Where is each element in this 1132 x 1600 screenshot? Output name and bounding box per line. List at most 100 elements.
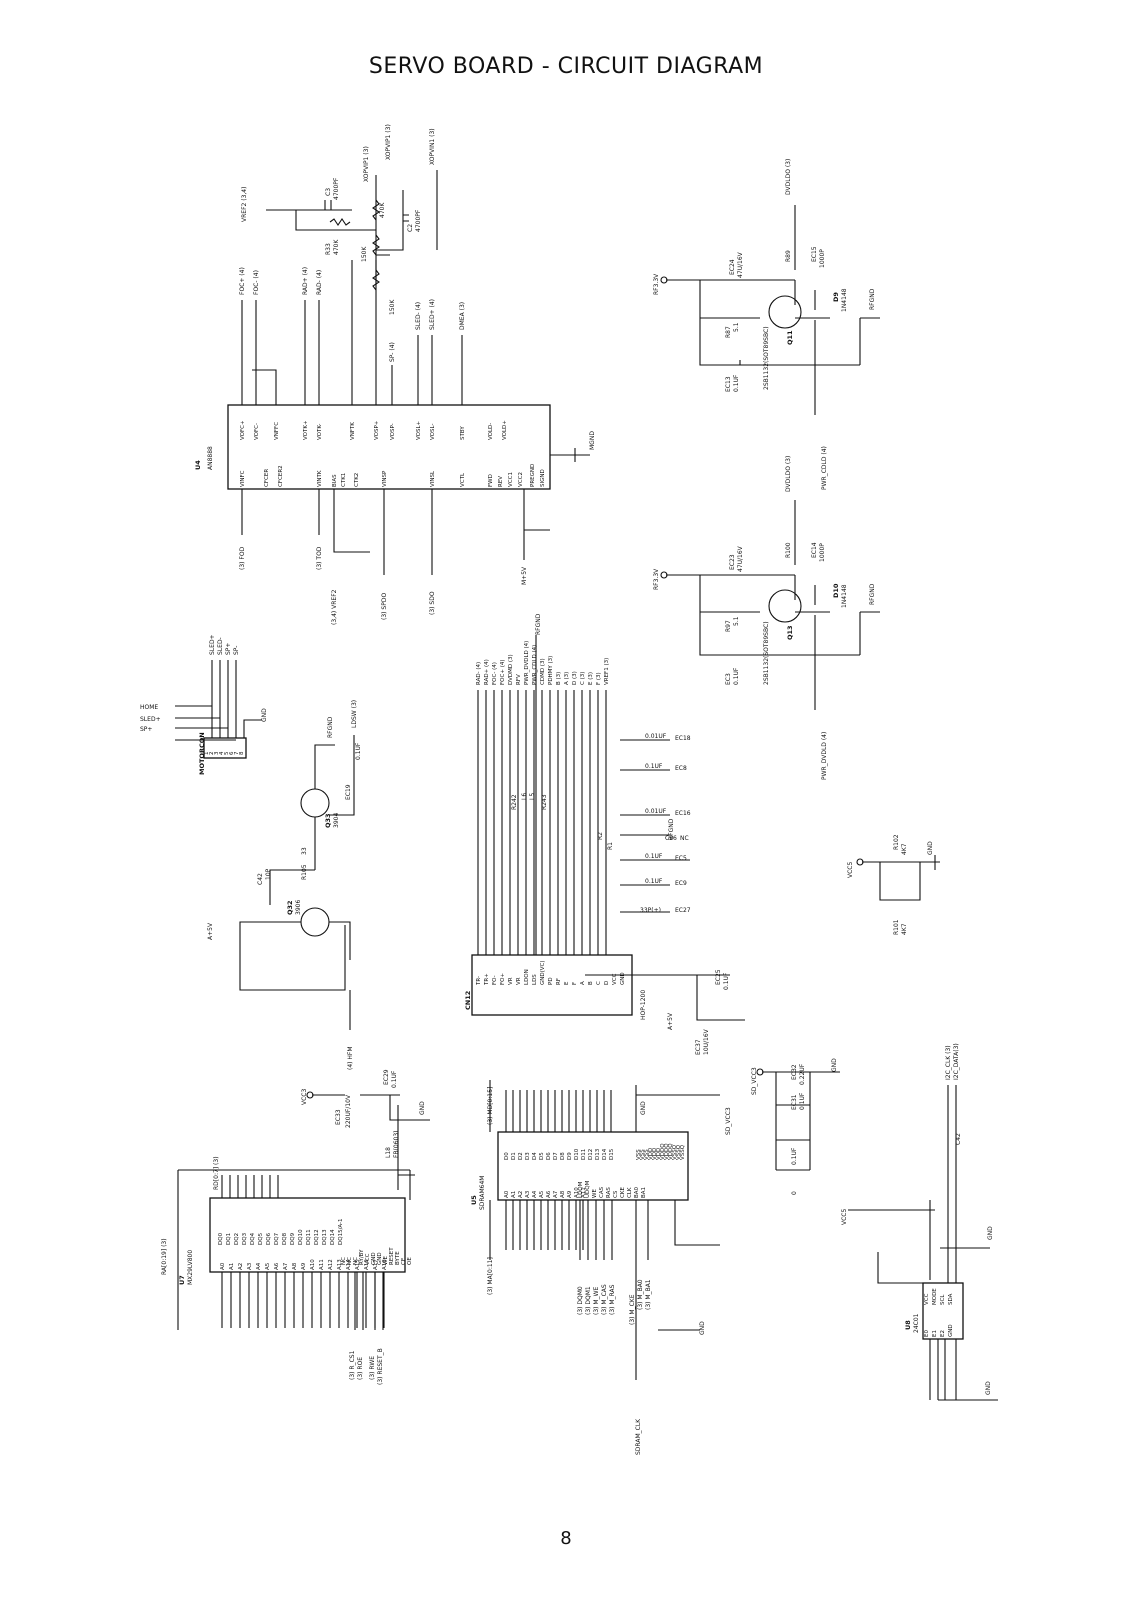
u5-net-sdvcc3: SD_VCC3 [725,1107,732,1135]
u4-bottom-pin-label: VCTL [460,472,466,487]
u5-net-mba1: (3) M_BA1 [645,1279,652,1310]
u7-addr-pin-label: A15 [355,1259,361,1270]
u4-top-pin-label: VOSL+ [416,420,422,440]
u5-net-gnd: GND [640,1101,647,1115]
r2-ref: R2 [597,832,604,840]
net-sp-minus: SP- (4) [389,342,396,362]
u7-part: MX29LV800 [187,1250,194,1285]
rf33v-bottom-terminal [660,571,668,579]
sdvcc3-caps: SD_VCC3 GND EC32 0.22UF EC31 0.1UF 0.1UF… [751,1058,840,1195]
regulator-top: RF3.3V DVDLDO (3) RFGND PWR_CDLD (4) EC2… [653,159,880,490]
r246-value: 33 [301,847,308,855]
u5-ctrl-pin-label: CKE [620,1187,626,1198]
motor-net-rfgnd: RFGND [327,716,334,738]
u5-data-pin-label: D15 [609,1148,615,1160]
q32-symbol [300,907,330,937]
u7-net-rwe: (3) RWE [369,1356,376,1380]
u7-dq-pin-label: DQ9 [290,1232,296,1245]
motor-net-sled-plus: SLED+ [209,634,216,655]
vcc5-decoupling: VCC5 GND R102 4K7 R101 4K7 [847,834,940,935]
c3-ref: C3 [325,188,332,196]
u5-addr-pin-label: A0 [504,1190,510,1198]
ec3-value: 0.1UF [733,667,740,685]
d10-ref: D10 [832,583,840,598]
u4-bottom-pin-label: PREGND [530,464,536,487]
u7-dq-pin-label: DQ7 [274,1232,280,1245]
u8-pin-label: E0 [924,1330,930,1337]
u7-dq-pin-label: DQ14 [330,1229,336,1245]
u5-addr-pin-label: A10 [574,1187,580,1198]
u8-net-vcc5: VCC5 [841,1209,848,1225]
cn12-bus-label: E (3) [588,672,594,685]
u5-addr-pin-label: A4 [532,1190,538,1198]
vcc3-terminal [306,1091,314,1099]
u4-bottom-pin-label: SIGND [540,469,546,487]
ec14-value: 1000P [819,543,826,562]
u8-outline [922,1282,964,1340]
u7-dq-pin-label: DQ3 [242,1232,248,1245]
motor-net-sp-minus: SP- [233,646,240,655]
net-gnd-caps: GND [831,1058,838,1072]
u7-net-gnd: GND [419,1101,426,1115]
u7-addr-pin-label: A4 [256,1262,262,1270]
r242-ref: R242 [511,794,518,810]
net-xopvip1-b: XOPVIP1 (3) [385,124,392,160]
cn12-bus-label: PWR_DVDLD (4) [524,641,530,685]
ec29-value: FB(0603) [393,1130,400,1158]
ec31-value: 0.1UF [791,1147,798,1165]
cn12-bus-label: D (3) [572,671,578,685]
u4-top-pin-label: VOTK+ [303,420,309,440]
u5-addr-pin-label: A8 [560,1190,566,1198]
cn12-pin-label: TR- [476,976,482,986]
u7-net-roe: (3) ROE [357,1357,364,1380]
cn12-pin-label: A [580,981,586,985]
d9-part: 1N4148 [841,288,848,312]
net-dmea: DMEA (3) [459,302,466,330]
u5-pwr-pin-label: VSSQ [680,1144,686,1160]
u7-addr-pin-label: A11 [319,1259,325,1270]
u8-pin-label: GND [948,1324,954,1337]
u5-addr-pin-label: A11 [581,1187,587,1198]
motor-net-sled-minus: SLED- [217,637,224,655]
u7-net-ra: RA[0:19] (3) [161,1238,168,1275]
u5-addr-pin-label: A2 [518,1191,524,1198]
cn12-pin-label: E [564,981,570,985]
cn12-bus-label: F (3) [596,672,602,685]
u5-data-pin-label: D2 [518,1152,524,1160]
u5-data-pin-label: D10 [574,1148,580,1160]
sdvcc3-wires [762,1071,840,1171]
ec18-value: 0.01UF [645,733,667,740]
u5-data-pin-label: D6 [546,1152,552,1160]
u7-addr-pin-label: A14 [346,1259,352,1270]
u4-bottom-wires [241,489,550,575]
cn12-pin-label: F [572,982,578,985]
u5-ref: U5 [470,1195,478,1205]
ec16-value: 0.01UF [645,808,667,815]
u5-net-dqm1: (3) DQM1 [585,1286,592,1315]
u5-ctrl-pin-label: RAS [606,1187,612,1198]
u5-net-ma: (3) MA[0:11] [487,1257,494,1295]
q32-ref: Q32 [286,900,294,915]
u4-top-pin-label: VOLD- [488,423,494,440]
cn12-pin-label: VR [516,977,522,985]
net-fod: (3) FOD [239,546,246,570]
u4-bottom-pin-label: BIAS [332,474,338,487]
d9-ref: D9 [832,292,840,302]
u4-top-labels: VREF2 (3,4) XOPVIP1 (3) XOPVIP1 (3) XOPV… [239,124,466,362]
cn12-bus: RAD- (4)RAD+ (4)FOC- (4)FOC+ (4)DVDMD (3… [476,641,610,955]
u7-addr-pin-label: A10 [310,1259,316,1270]
u5-net-dqm0: (3) DQM0 [577,1286,584,1315]
u5-net-md: (3) MD[0:15] [487,1087,494,1125]
u7-ctrl-pin-label: WE [383,1256,389,1265]
u7-addr-pin-label: A17 [373,1259,379,1270]
net-a5v-cn12: A+5V [667,1012,674,1030]
u5-pwr-pin-label: VDDQ [664,1143,670,1160]
u4-feedback-parts: C3 4700PF C2 4700PF R33 470K 470K 150K 1… [324,177,422,315]
u5-pwr-pin-label: VDD [656,1148,662,1160]
r32-value: 150K [389,299,396,315]
